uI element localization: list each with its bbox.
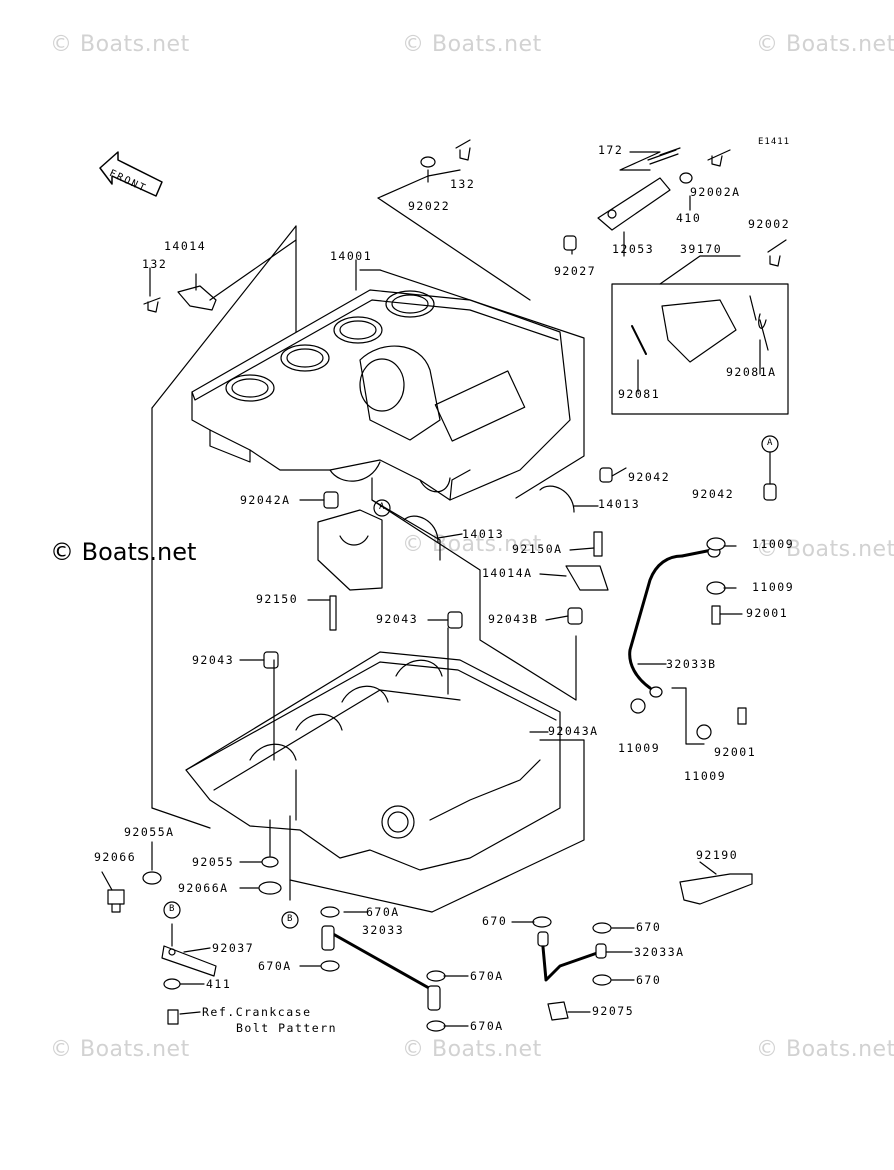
part-label: 670	[636, 973, 662, 987]
part-label: 132	[142, 257, 168, 271]
watermark-main: © Boats.net	[50, 538, 197, 566]
figure-code: E1411	[758, 137, 791, 147]
part-label: 92037	[212, 941, 255, 955]
part-label: 14013	[598, 497, 641, 511]
callout-letter: B	[169, 904, 176, 914]
part-label: 92042	[692, 487, 735, 501]
part-label: 132	[450, 177, 476, 191]
part-label: 670	[636, 920, 662, 934]
callout-letter: A	[767, 438, 774, 448]
part-label: 410	[676, 211, 702, 225]
part-label: 670A	[366, 905, 400, 919]
front-arrow-icon	[99, 151, 163, 197]
part-label: 92002	[748, 217, 791, 231]
watermark: © Boats.net	[402, 32, 542, 57]
part-label: 92190	[696, 848, 739, 862]
callout-letter: A	[379, 502, 386, 512]
part-label: 92043	[192, 653, 235, 667]
part-label: 92066A	[178, 881, 229, 895]
ref-note: Bolt Pattern	[236, 1021, 338, 1035]
callout-letter: B	[287, 914, 294, 924]
part-label: 670A	[258, 959, 292, 973]
upper-crankcase	[191, 289, 571, 501]
part-label: 92150A	[512, 542, 563, 556]
part-label: 92055A	[124, 825, 175, 839]
part-label: 92081A	[726, 365, 777, 379]
lower-crankcase	[185, 651, 561, 871]
part-label: 11009	[752, 537, 795, 551]
watermark: © Boats.net	[756, 32, 894, 57]
ref-note: Ref.Crankcase	[202, 1005, 312, 1019]
part-label: 14013	[462, 527, 505, 541]
part-label: 670	[482, 914, 508, 928]
part-label: 172	[598, 143, 624, 157]
part-label: 670A	[470, 969, 504, 983]
part-label: 92043	[376, 612, 419, 626]
part-label: 92075	[592, 1004, 635, 1018]
part-label: 11009	[618, 741, 661, 755]
oil-pipe-32033B	[628, 546, 721, 698]
watermark: © Boats.net	[402, 1037, 542, 1062]
part-label: 92043B	[488, 612, 539, 626]
part-label: 32033	[362, 923, 405, 937]
part-label: 92055	[192, 855, 235, 869]
part-label: 92001	[714, 745, 757, 759]
part-label: 11009	[752, 580, 795, 594]
part-label: 92027	[554, 264, 597, 278]
part-label: 14001	[330, 249, 373, 263]
watermark: © Boats.net	[402, 532, 542, 557]
part-label: 12053	[612, 242, 655, 256]
part-label: 11009	[684, 769, 727, 783]
part-label: 92150	[256, 592, 299, 606]
part-label: 14014A	[482, 566, 533, 580]
part-label: 92042A	[240, 493, 291, 507]
watermark: © Boats.net	[50, 1037, 190, 1062]
part-label: 92001	[746, 606, 789, 620]
part-label: 14014	[164, 239, 207, 253]
watermark: © Boats.net	[50, 32, 190, 57]
part-label: 670A	[470, 1019, 504, 1033]
part-label: 92066	[94, 850, 137, 864]
part-label: 92022	[408, 199, 451, 213]
part-label: 39170	[680, 242, 723, 256]
watermark: © Boats.net	[756, 537, 894, 562]
part-label: 92043A	[548, 724, 599, 738]
part-label: 92081	[618, 387, 661, 401]
part-label: 32033A	[634, 945, 685, 959]
part-label: 92042	[628, 470, 671, 484]
part-label: 32033B	[666, 657, 717, 671]
watermark: © Boats.net	[756, 1037, 894, 1062]
part-label: 411	[206, 977, 232, 991]
part-label: 92002A	[690, 185, 741, 199]
